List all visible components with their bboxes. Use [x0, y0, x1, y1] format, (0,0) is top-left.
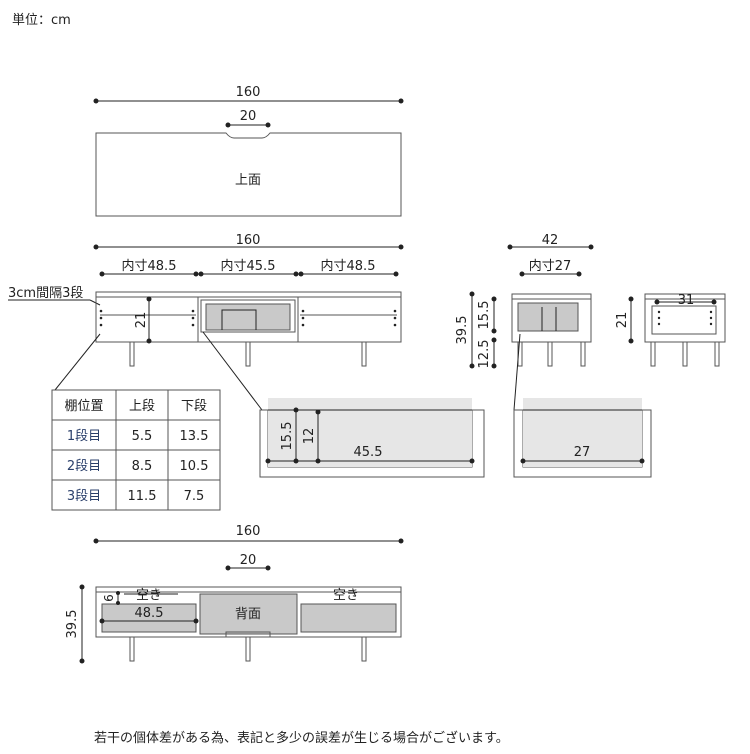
front-width-label: 160	[236, 233, 261, 248]
back-opening-height-label: 6	[102, 594, 116, 602]
front-view: 160 内寸48.5 内寸45.5 内寸48.5 3cm間隔3段	[8, 233, 404, 367]
side2-inner-label: 31	[678, 293, 695, 308]
table-cell: 1段目	[67, 429, 101, 444]
table-cell: 7.5	[184, 489, 205, 504]
side-lower-height-label: 12.5	[477, 340, 492, 369]
inner-right-label: 内寸48.5	[321, 258, 376, 274]
side-depth-label: 42	[542, 233, 559, 248]
inner-center-label: 内寸45.5	[221, 258, 276, 274]
dim-dot	[198, 271, 204, 277]
shelf-height-label: 21	[134, 312, 149, 329]
back-leg	[245, 636, 251, 662]
top-outline	[95, 132, 402, 217]
table-header: 棚位置	[64, 399, 103, 414]
front-center-drawer	[200, 299, 296, 333]
table-cell: 11.5	[128, 489, 157, 504]
side2-leg	[714, 341, 720, 367]
table-cell: 13.5	[180, 429, 209, 444]
back-panel-center	[199, 593, 298, 635]
side2-leg	[650, 341, 656, 367]
dim-dot	[193, 271, 199, 277]
table-cell: 3段目	[67, 489, 101, 504]
back-open-right-label: 空き	[333, 588, 359, 603]
side-leg	[580, 341, 586, 367]
back-panel-right	[300, 603, 397, 633]
center-width-label: 45.5	[354, 445, 383, 460]
top-face-label: 上面	[235, 173, 261, 188]
table-cell: 10.5	[180, 459, 209, 474]
dim-dot	[93, 98, 99, 104]
shelf-pin-holes	[99, 309, 397, 327]
front-center-handle	[221, 309, 257, 330]
side-view-shelf: 31 21	[615, 293, 726, 367]
table-cell: 2段目	[67, 459, 101, 474]
back-open-left-label: 空き	[136, 588, 162, 603]
side-total-height-label: 39.5	[455, 316, 470, 345]
front-leg	[245, 341, 251, 367]
dim-dot	[398, 98, 404, 104]
table-header: 下段	[181, 399, 207, 414]
back-notch-label: 20	[240, 553, 257, 568]
front-center-glass	[205, 303, 291, 331]
dim-dot	[293, 271, 299, 277]
table-cell: 8.5	[132, 459, 153, 474]
dim-dot	[93, 244, 99, 250]
side-upper-height-label: 15.5	[477, 301, 492, 330]
disclaimer-text: 若干の個体差がある為、表記と多少の誤差が生じる場合がございます。	[94, 730, 509, 746]
back-width-label: 160	[236, 524, 261, 539]
table-header: 上段	[129, 399, 155, 414]
notch-width-label: 20	[240, 109, 257, 124]
side2-leg	[682, 341, 688, 367]
dim-dot	[398, 244, 404, 250]
top-width-label: 160	[236, 85, 261, 100]
center-height-a-label: 15.5	[280, 422, 295, 451]
leader-to-table	[54, 333, 101, 391]
inner-left-label: 内寸48.5	[122, 258, 177, 274]
leader-to-side-detail	[513, 333, 521, 411]
back-panel-left	[101, 603, 197, 633]
side2-height-label: 21	[615, 312, 630, 329]
dim-dot	[393, 271, 399, 277]
shelf-position-table: 棚位置 上段 下段 1段目 5.5 13.5 2段目 8.5 10.5 3段目 …	[51, 389, 221, 511]
back-opening-width-label: 48.5	[135, 606, 164, 621]
back-leg	[361, 636, 367, 662]
side-leg	[547, 341, 553, 367]
dim-dot	[265, 122, 271, 128]
side-view: 42 内寸27 39.5 15.5 12.5	[455, 233, 594, 369]
leader-to-center-detail	[202, 331, 263, 411]
back-total-height-label: 39.5	[65, 610, 80, 639]
center-detail: 15.5 12 45.5	[259, 398, 485, 478]
front-leg	[129, 341, 135, 367]
side2-pin-holes	[657, 310, 713, 326]
dim-dot	[225, 122, 231, 128]
side-glass	[517, 302, 579, 332]
shelf-note-leader	[89, 299, 101, 306]
back-leg	[129, 636, 135, 662]
table-cell: 5.5	[132, 429, 153, 444]
center-height-b-label: 12	[302, 428, 317, 445]
top-view: 160 20 上面	[93, 85, 404, 217]
side-detail-width-label: 27	[574, 445, 591, 460]
shelf-note: 3cm間隔3段	[8, 286, 83, 301]
side2-shelf-box	[651, 305, 717, 335]
dim-dot	[99, 271, 105, 277]
back-face-label: 背面	[235, 607, 261, 622]
unit-label: 単位：cm	[12, 12, 71, 28]
dim-dot	[298, 271, 304, 277]
front-leg	[361, 341, 367, 367]
back-view: 160 20 背面 空き 空き 48.5 6 39.5	[65, 524, 404, 664]
side-inner-label: 内寸27	[529, 258, 572, 274]
side-detail: 27	[513, 398, 652, 478]
